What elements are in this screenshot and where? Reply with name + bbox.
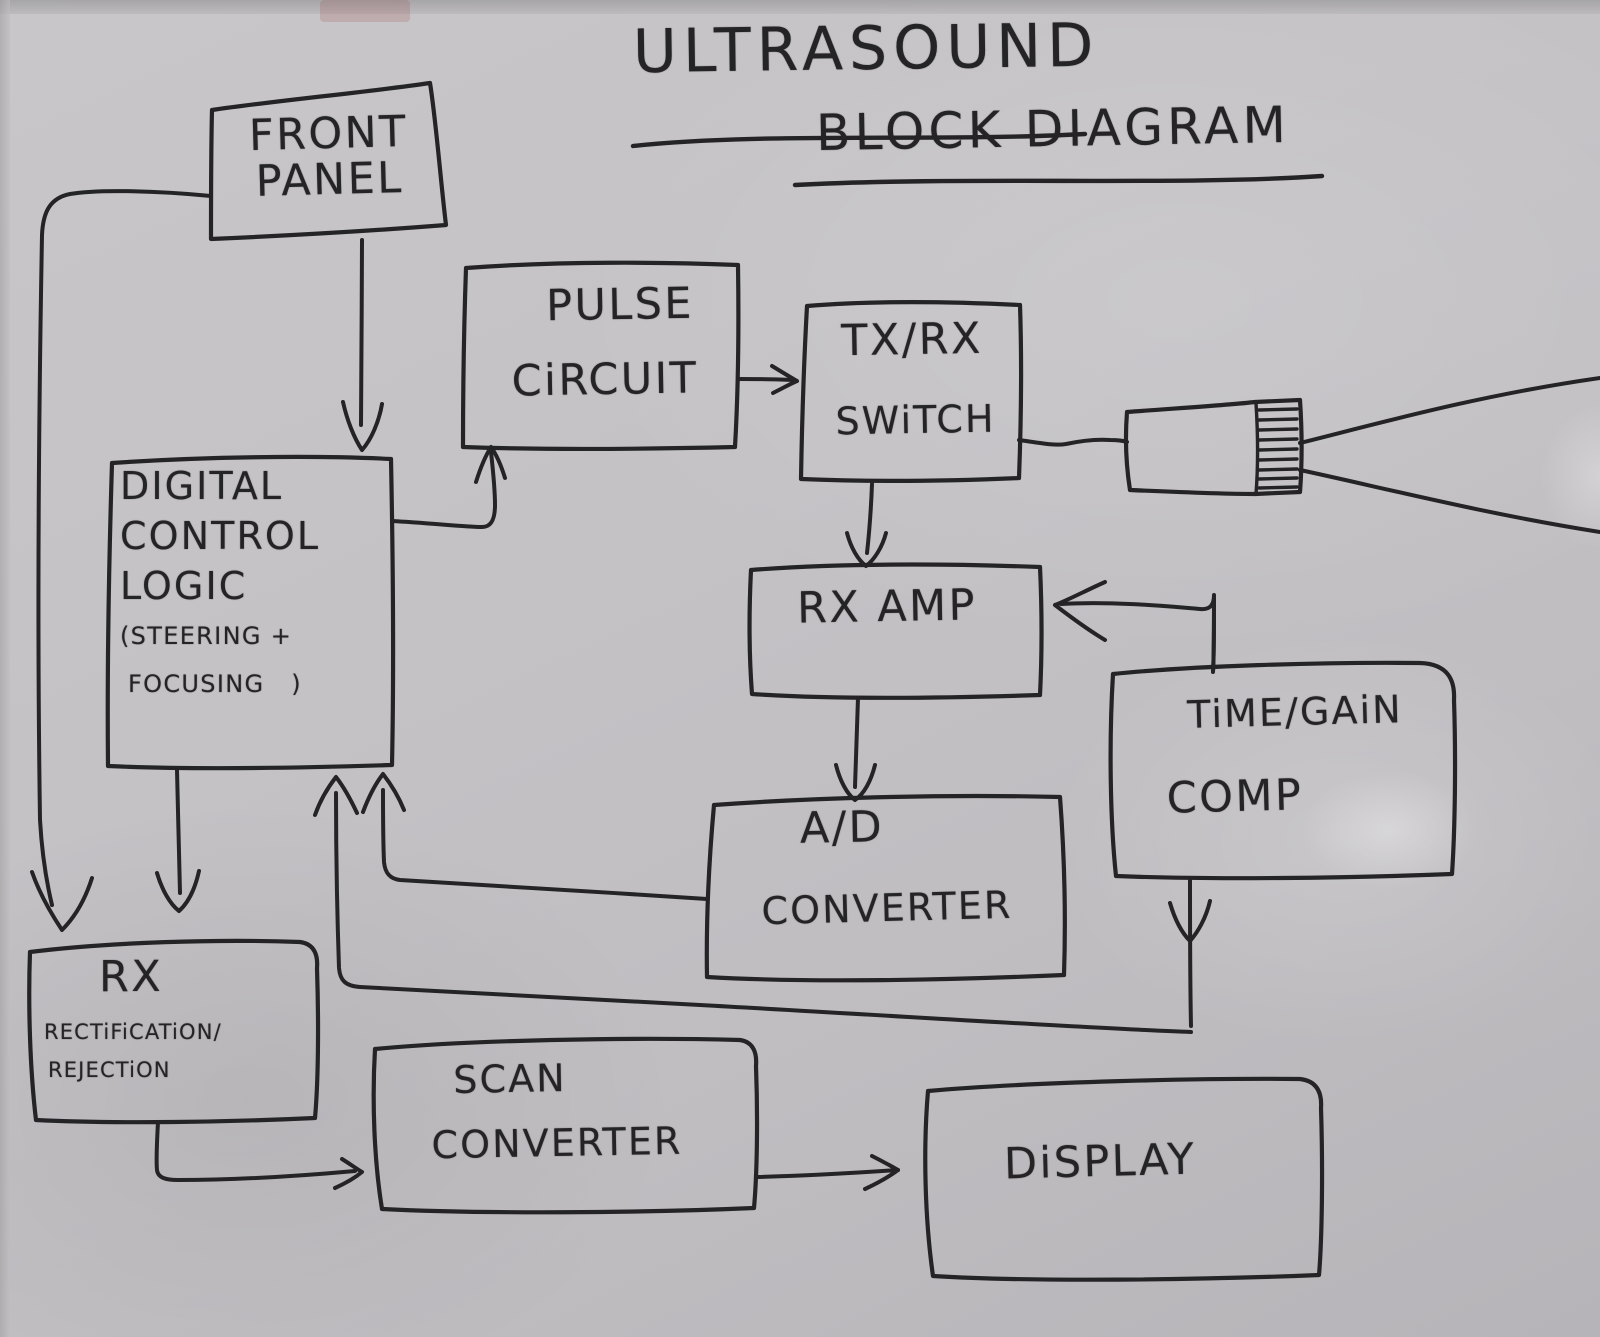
edge-scan-to-display: [754, 1168, 900, 1179]
ad-converter-box: [704, 793, 1067, 983]
rx-rectification-box: [27, 938, 321, 1125]
arrowhead-tgc-to-dcl-return: [313, 775, 359, 817]
dcl-label-line4: (STEERING +: [120, 622, 293, 650]
digital-control-logic-box: [105, 454, 396, 771]
transducer-beam-upper: [1298, 376, 1600, 445]
display-box: [923, 1076, 1325, 1282]
edge-tgc-to-rxamp: [1059, 593, 1216, 674]
scan-converter-box: [371, 1036, 760, 1215]
edge-rxrect-to-scan: [154, 1120, 357, 1182]
edge-tgc-down: [1188, 876, 1193, 1028]
txrx-switch-box: [798, 300, 1024, 483]
transducer-body: [1123, 397, 1304, 497]
dcl-label-line2: CONTROL: [120, 514, 321, 558]
front-panel-label: FRONT PANEL: [248, 106, 409, 207]
pulse-circuit-label-line2: CiRCUIT: [511, 353, 699, 407]
board-top-edge: [0, 0, 1600, 14]
transducer-array-elements: [1257, 407, 1299, 490]
transducer-face-line: [1254, 401, 1260, 496]
arrowhead-frontpanel-to-rxrect: [30, 870, 94, 932]
edge-pulse-to-txrx: [736, 377, 795, 382]
edge-txrx-to-rxamp: [865, 482, 874, 555]
rx-amp-label: RX AMP: [796, 580, 978, 634]
rx-rect-label-line1: RX: [98, 952, 164, 1002]
arrowhead-dcl-to-rxrect: [155, 869, 201, 913]
arrowhead-frontpanel-to-dcl: [341, 400, 384, 452]
scan-converter-label-line2: CONVERTER: [431, 1118, 683, 1168]
scan-converter-label-line1: SCAN: [452, 1056, 568, 1102]
edge-dcl-to-rxrect: [175, 768, 182, 895]
txrx-switch-label-line2: SWiTCH: [835, 396, 996, 444]
arrowhead-txrx-to-rxamp: [845, 531, 888, 568]
rx-rect-label-line3: REJECTiON: [48, 1058, 171, 1082]
board-left-edge: [0, 0, 10, 1337]
title-underline-2: [792, 173, 1325, 188]
dcl-label-line5: FOCUSING ): [128, 670, 302, 698]
tgc-label-line2: COMP: [1166, 770, 1304, 824]
arrowhead-rxrect-to-scan: [333, 1157, 364, 1190]
edge-ad-to-dcl: [381, 788, 709, 901]
txrx-switch-label-line1: TX/RX: [840, 313, 984, 367]
transducer-beam-lower: [1298, 468, 1600, 534]
arrowhead-scan-to-display: [863, 1154, 900, 1191]
edge-rxamp-to-ad: [853, 696, 860, 789]
front-panel-box: [208, 80, 449, 242]
arrowhead-ad-to-dcl: [361, 772, 406, 814]
title-line-2: BLOCK DIAGRAM: [815, 95, 1291, 163]
arrowhead-pulse-to-txrx: [770, 364, 799, 395]
rx-amp-box: [747, 562, 1044, 700]
arrowhead-tgc-down: [1168, 899, 1212, 943]
display-label: DiSPLAY: [1003, 1134, 1197, 1190]
pulse-circuit-label-line1: PULSE: [545, 278, 695, 332]
title-underline-1: [630, 131, 1088, 149]
time-gain-comp-box: [1108, 660, 1458, 881]
title-line-1: ULTRASOUND: [632, 10, 1100, 88]
edge-frontpanel-to-rxrect: [36, 189, 213, 907]
ad-converter-label-line1: A/D: [799, 802, 885, 854]
dcl-label-line1: DIGITAL: [120, 464, 284, 508]
arrowhead-dcl-to-pulse: [474, 445, 507, 484]
arrowhead-rxamp-to-ad: [834, 763, 877, 802]
dcl-label-line3: LOGIC: [120, 564, 248, 608]
tgc-label-line1: TiME/GAiN: [1186, 687, 1404, 737]
arrowhead-tgc-to-rxamp: [1053, 580, 1107, 642]
edge-dcl-to-pulse: [390, 450, 497, 529]
rx-rect-label-line2: RECTiFiCATiON/: [44, 1020, 222, 1044]
edge-tgc-to-dcl-return: [334, 791, 1193, 1034]
edge-frontpanel-to-dcl: [359, 238, 364, 427]
ad-converter-label-line2: CONVERTER: [760, 882, 1013, 934]
edge-txrx-to-transducer: [1017, 437, 1129, 447]
edge-tgc-to-rxamp-riser: [1211, 598, 1216, 673]
pulse-circuit-box: [460, 260, 741, 451]
